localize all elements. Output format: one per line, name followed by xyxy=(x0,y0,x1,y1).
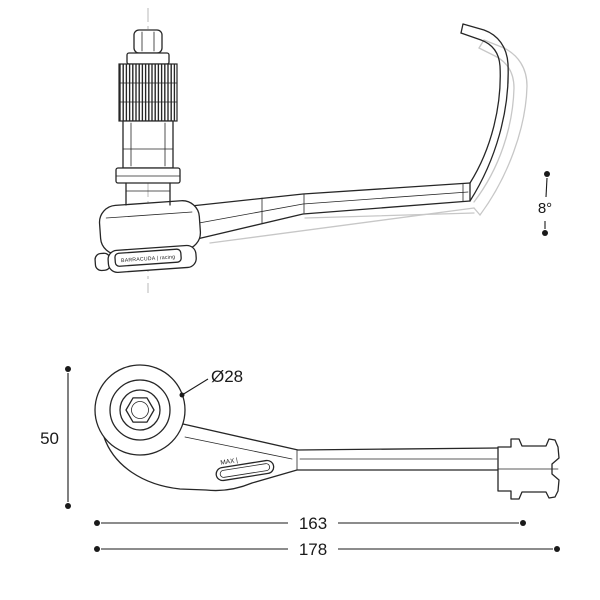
bar-end-adapter xyxy=(497,438,560,500)
inner-length-dimension: 163 xyxy=(94,514,526,533)
socket-bore xyxy=(131,401,149,419)
diameter-label: Ø28 xyxy=(211,367,243,386)
pivot-inner-circle xyxy=(119,389,161,431)
profile-view: Ø28 MAX | 50 163 xyxy=(40,364,560,559)
knurled-grip xyxy=(118,63,178,122)
dimension-dot xyxy=(94,520,100,526)
diameter-dimension: Ø28 xyxy=(179,367,243,398)
angle-label: 8° xyxy=(538,200,552,217)
overall-length-label: 178 xyxy=(299,540,327,559)
height-dimension: 50 xyxy=(40,366,71,509)
lever-guard-phantom xyxy=(209,39,528,244)
mount-bracket xyxy=(103,423,499,492)
slot-outer xyxy=(215,459,275,482)
dimension-dot xyxy=(554,546,560,552)
pivot-boss xyxy=(94,364,186,456)
adjuster-collar xyxy=(126,52,170,65)
lock-ring xyxy=(115,167,181,184)
slot-inner xyxy=(219,463,271,478)
lever-guard xyxy=(460,23,509,202)
hex-socket xyxy=(125,397,155,423)
brand-label: BARRACUDA | racing xyxy=(121,254,176,264)
adjuster-knob xyxy=(133,29,163,54)
adjuster-body xyxy=(122,120,174,169)
guard-tip-cap xyxy=(460,23,464,34)
height-label: 50 xyxy=(40,429,59,448)
max-label: MAX | xyxy=(220,457,239,467)
dimension-dot xyxy=(65,503,71,509)
angle-dimension: 8° xyxy=(538,171,552,236)
dimension-dot xyxy=(542,230,548,236)
adjuster-assembly xyxy=(115,29,181,206)
inner-length-label: 163 xyxy=(299,514,327,533)
brand-plate xyxy=(114,248,182,267)
front-view: BARRACUDA | racing 8° xyxy=(94,8,552,293)
clamp-body: BARRACUDA | racing xyxy=(94,200,202,274)
overall-length-dimension: 178 xyxy=(94,540,560,559)
dimension-dot xyxy=(544,171,550,177)
dimension-dot xyxy=(94,546,100,552)
adjustment-slot: MAX | xyxy=(215,457,275,482)
dimension-dot xyxy=(520,520,526,526)
dimension-dot xyxy=(65,366,71,372)
lever-rod xyxy=(190,182,471,240)
